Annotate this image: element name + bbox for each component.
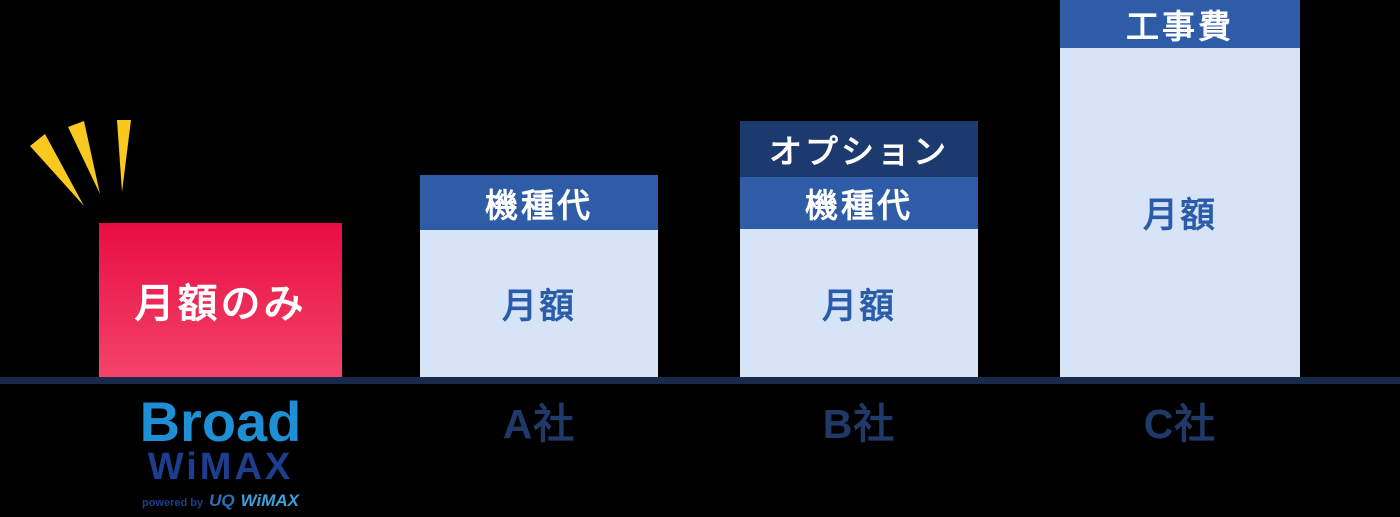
bar-company-a: 機種代 月額 <box>420 175 658 377</box>
bar-broad-wimax: 月額のみ <box>99 223 342 377</box>
segment-construction-fee-c: 工事費 <box>1060 0 1300 48</box>
segment-monthly-fee-b: 月額 <box>740 229 978 377</box>
segment-monthly-only: 月額のみ <box>99 223 342 377</box>
segment-monthly-fee-a: 月額 <box>420 230 658 377</box>
logo-powered-by-text: powered by <box>141 497 204 509</box>
baseline-axis <box>0 377 1400 384</box>
logo-wimax-text: WiMAX <box>147 446 294 488</box>
category-label-company-b: B社 <box>822 401 896 447</box>
logo-uq-wimax-text: WiMAX <box>240 491 300 510</box>
sparkle-emphasis-icon <box>30 120 131 206</box>
segment-label-monthly-fee-a: 月額 <box>501 287 576 326</box>
segment-label-monthly-fee-c: 月額 <box>1142 196 1217 235</box>
logo-uq-text: UQ <box>209 491 235 510</box>
bar-company-b: オプション 機種代 月額 <box>740 121 978 377</box>
category-label-company-a: A社 <box>502 401 576 447</box>
segment-label-monthly-fee-b: 月額 <box>821 286 896 326</box>
segment-label-option-fee-b: オプション <box>769 133 949 170</box>
segment-option-fee-b: オプション <box>740 121 978 177</box>
logo-powered-by-row: powered by UQ WiMAX <box>99 491 342 511</box>
logo-broad-text: Broad <box>139 390 302 453</box>
segment-label-device-fee-a: 機種代 <box>485 186 593 224</box>
segment-label-construction-fee-c: 工事費 <box>1126 8 1234 45</box>
segment-monthly-fee-c: 月額 <box>1060 48 1300 377</box>
bar-company-c: 工事費 月額 <box>1060 0 1300 377</box>
broad-wimax-logo: Broad WiMAX powered by UQ WiMAX <box>99 394 342 511</box>
segment-device-fee-a: 機種代 <box>420 175 658 230</box>
segment-device-fee-b: 機種代 <box>740 177 978 229</box>
segment-label-monthly-only: 月額のみ <box>134 282 307 326</box>
segment-label-device-fee-b: 機種代 <box>805 187 913 224</box>
category-label-company-c: C社 <box>1143 401 1217 447</box>
